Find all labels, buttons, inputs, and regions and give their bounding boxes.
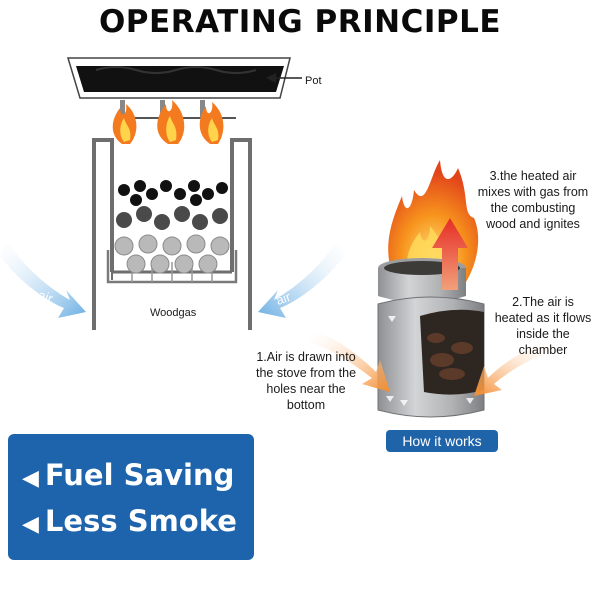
step-3-text: 3.the heated air mixes with gas from the… xyxy=(474,168,592,232)
feature-item: ◀Less Smoke xyxy=(22,504,237,538)
feature-item: ◀Fuel Saving xyxy=(22,458,234,492)
fuel-pieces-icon xyxy=(115,180,229,273)
feature-label: Fuel Saving xyxy=(45,458,234,492)
step-2-text: 2.The air is heated as it flows inside t… xyxy=(492,294,594,358)
bullet-arrow-icon: ◀ xyxy=(22,466,39,491)
how-it-works-badge: How it works xyxy=(386,430,498,452)
stove-outer-wall-icon xyxy=(94,140,250,330)
stove-body-icon xyxy=(378,297,484,417)
air-arrow-right-icon xyxy=(258,240,344,318)
feature-label: Less Smoke xyxy=(45,504,237,538)
pot-label: Pot xyxy=(305,73,322,89)
woodgas-label: Woodgas xyxy=(150,305,196,321)
step-1-text: 1.Air is drawn into the stove from the h… xyxy=(250,349,362,413)
air-arrow-left-icon xyxy=(0,240,86,318)
features-panel: ◀Fuel Saving ◀Less Smoke xyxy=(8,434,254,560)
burner-flames-icon xyxy=(113,100,224,144)
pot-icon xyxy=(68,58,290,98)
bullet-arrow-icon: ◀ xyxy=(22,512,39,537)
